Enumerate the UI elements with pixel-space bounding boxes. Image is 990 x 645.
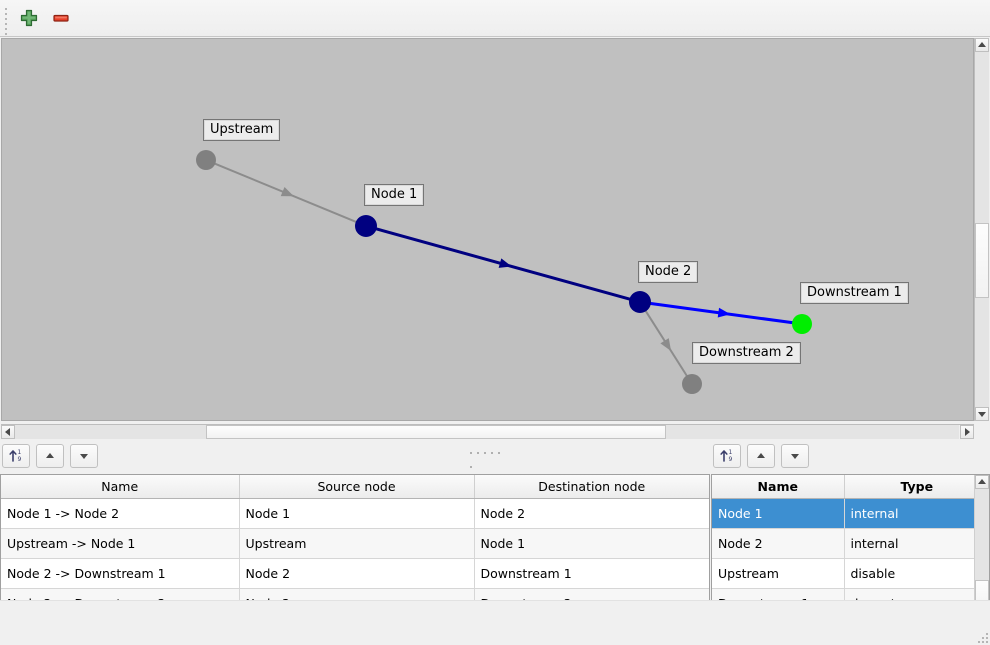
- horizontal-splitter[interactable]: [0, 440, 990, 468]
- cell-name[interactable]: Upstream: [712, 558, 845, 589]
- minus-icon: [53, 14, 69, 22]
- edges-pane: 1 9 Name Source node Destination node No…: [0, 444, 710, 626]
- table-header-row: Name Source node Destination node: [1, 475, 709, 499]
- svg-text:1: 1: [18, 449, 22, 456]
- column-header-name[interactable]: Name: [712, 475, 845, 499]
- cell-name[interactable]: Upstream -> Node 1: [1, 528, 240, 559]
- cell-source-node[interactable]: Node 2: [239, 558, 475, 589]
- cell-destination-node[interactable]: Node 2: [474, 498, 709, 529]
- nodes-sort-button[interactable]: 1 9: [713, 444, 741, 468]
- graph-node-label-node1[interactable]: Node 1: [364, 184, 425, 206]
- edges-toolbar: 1 9: [0, 444, 710, 470]
- window-resize-grip[interactable]: [976, 631, 988, 643]
- scroll-up-button[interactable]: [975, 475, 989, 489]
- triangle-down-icon: [791, 454, 799, 459]
- edge-arrowhead: [498, 258, 512, 268]
- edge-arrowhead: [660, 338, 672, 352]
- cell-type[interactable]: internal: [844, 528, 989, 559]
- splitter-grip: [470, 443, 510, 468]
- column-header-destination-node[interactable]: Destination node: [474, 475, 709, 499]
- canvas-vertical-scrollbar[interactable]: [974, 38, 989, 421]
- scroll-right-button[interactable]: [960, 425, 974, 439]
- cell-destination-node[interactable]: Node 1: [474, 528, 709, 559]
- graph-node-label-node2[interactable]: Node 2: [638, 261, 699, 283]
- graph-node-label-downstream2[interactable]: Downstream 2: [692, 342, 801, 364]
- sort-arrow-icon: 1 9: [9, 449, 22, 463]
- column-header-name[interactable]: Name: [1, 475, 240, 499]
- add-button[interactable]: [15, 7, 43, 31]
- svg-text:1: 1: [729, 449, 733, 456]
- graph-node-downstream2[interactable]: [682, 374, 702, 394]
- toolbar-drag-handle[interactable]: [5, 8, 9, 35]
- graph-node-downstream1[interactable]: [792, 314, 812, 334]
- graph-node-node2[interactable]: [629, 291, 651, 313]
- cell-name[interactable]: Node 2 -> Downstream 1: [1, 558, 240, 589]
- nodes-move-down-button[interactable]: [781, 444, 809, 468]
- status-bar: [0, 600, 990, 645]
- canvas-horizontal-scrollbar[interactable]: [1, 424, 974, 439]
- triangle-up-icon: [46, 453, 54, 458]
- graph-node-label-upstream[interactable]: Upstream: [203, 119, 281, 141]
- graph-node-upstream[interactable]: [196, 150, 216, 170]
- edges-move-down-button[interactable]: [70, 444, 98, 468]
- table-header-row: Name Type: [712, 475, 989, 499]
- column-header-type[interactable]: Type: [844, 475, 989, 499]
- scroll-left-button[interactable]: [1, 425, 15, 439]
- cell-source-node[interactable]: Node 1: [239, 498, 475, 529]
- graph-node-node1[interactable]: [355, 215, 377, 237]
- remove-button[interactable]: [47, 7, 75, 31]
- cell-type[interactable]: disable: [844, 558, 989, 589]
- scroll-thumb[interactable]: [206, 425, 666, 439]
- main-toolbar: [0, 0, 990, 37]
- edges-move-up-button[interactable]: [36, 444, 64, 468]
- scroll-thumb[interactable]: [975, 223, 989, 298]
- cell-source-node[interactable]: Upstream: [239, 528, 475, 559]
- scroll-up-button[interactable]: [975, 38, 989, 52]
- cell-type[interactable]: internal: [844, 498, 989, 529]
- svg-text:9: 9: [18, 456, 22, 463]
- edges-sort-button[interactable]: 1 9: [2, 444, 30, 468]
- column-header-source-node[interactable]: Source node: [239, 475, 475, 499]
- cell-name[interactable]: Node 1 -> Node 2: [1, 498, 240, 529]
- graph-edges-layer: [196, 150, 812, 394]
- plus-icon: [20, 9, 38, 27]
- cell-name[interactable]: Node 1: [712, 498, 845, 529]
- sort-arrow-icon: 1 9: [720, 449, 733, 463]
- triangle-up-icon: [757, 453, 765, 458]
- edge-arrowhead: [280, 187, 294, 197]
- cell-name[interactable]: Node 2: [712, 528, 845, 559]
- edge-arrowhead: [717, 307, 731, 318]
- graph-node-label-downstream1[interactable]: Downstream 1: [800, 282, 909, 304]
- cell-destination-node[interactable]: Downstream 1: [474, 558, 709, 589]
- nodes-toolbar: 1 9: [711, 444, 990, 470]
- scroll-down-button[interactable]: [975, 407, 989, 421]
- nodes-move-up-button[interactable]: [747, 444, 775, 468]
- svg-text:9: 9: [729, 456, 733, 463]
- triangle-down-icon: [80, 454, 88, 459]
